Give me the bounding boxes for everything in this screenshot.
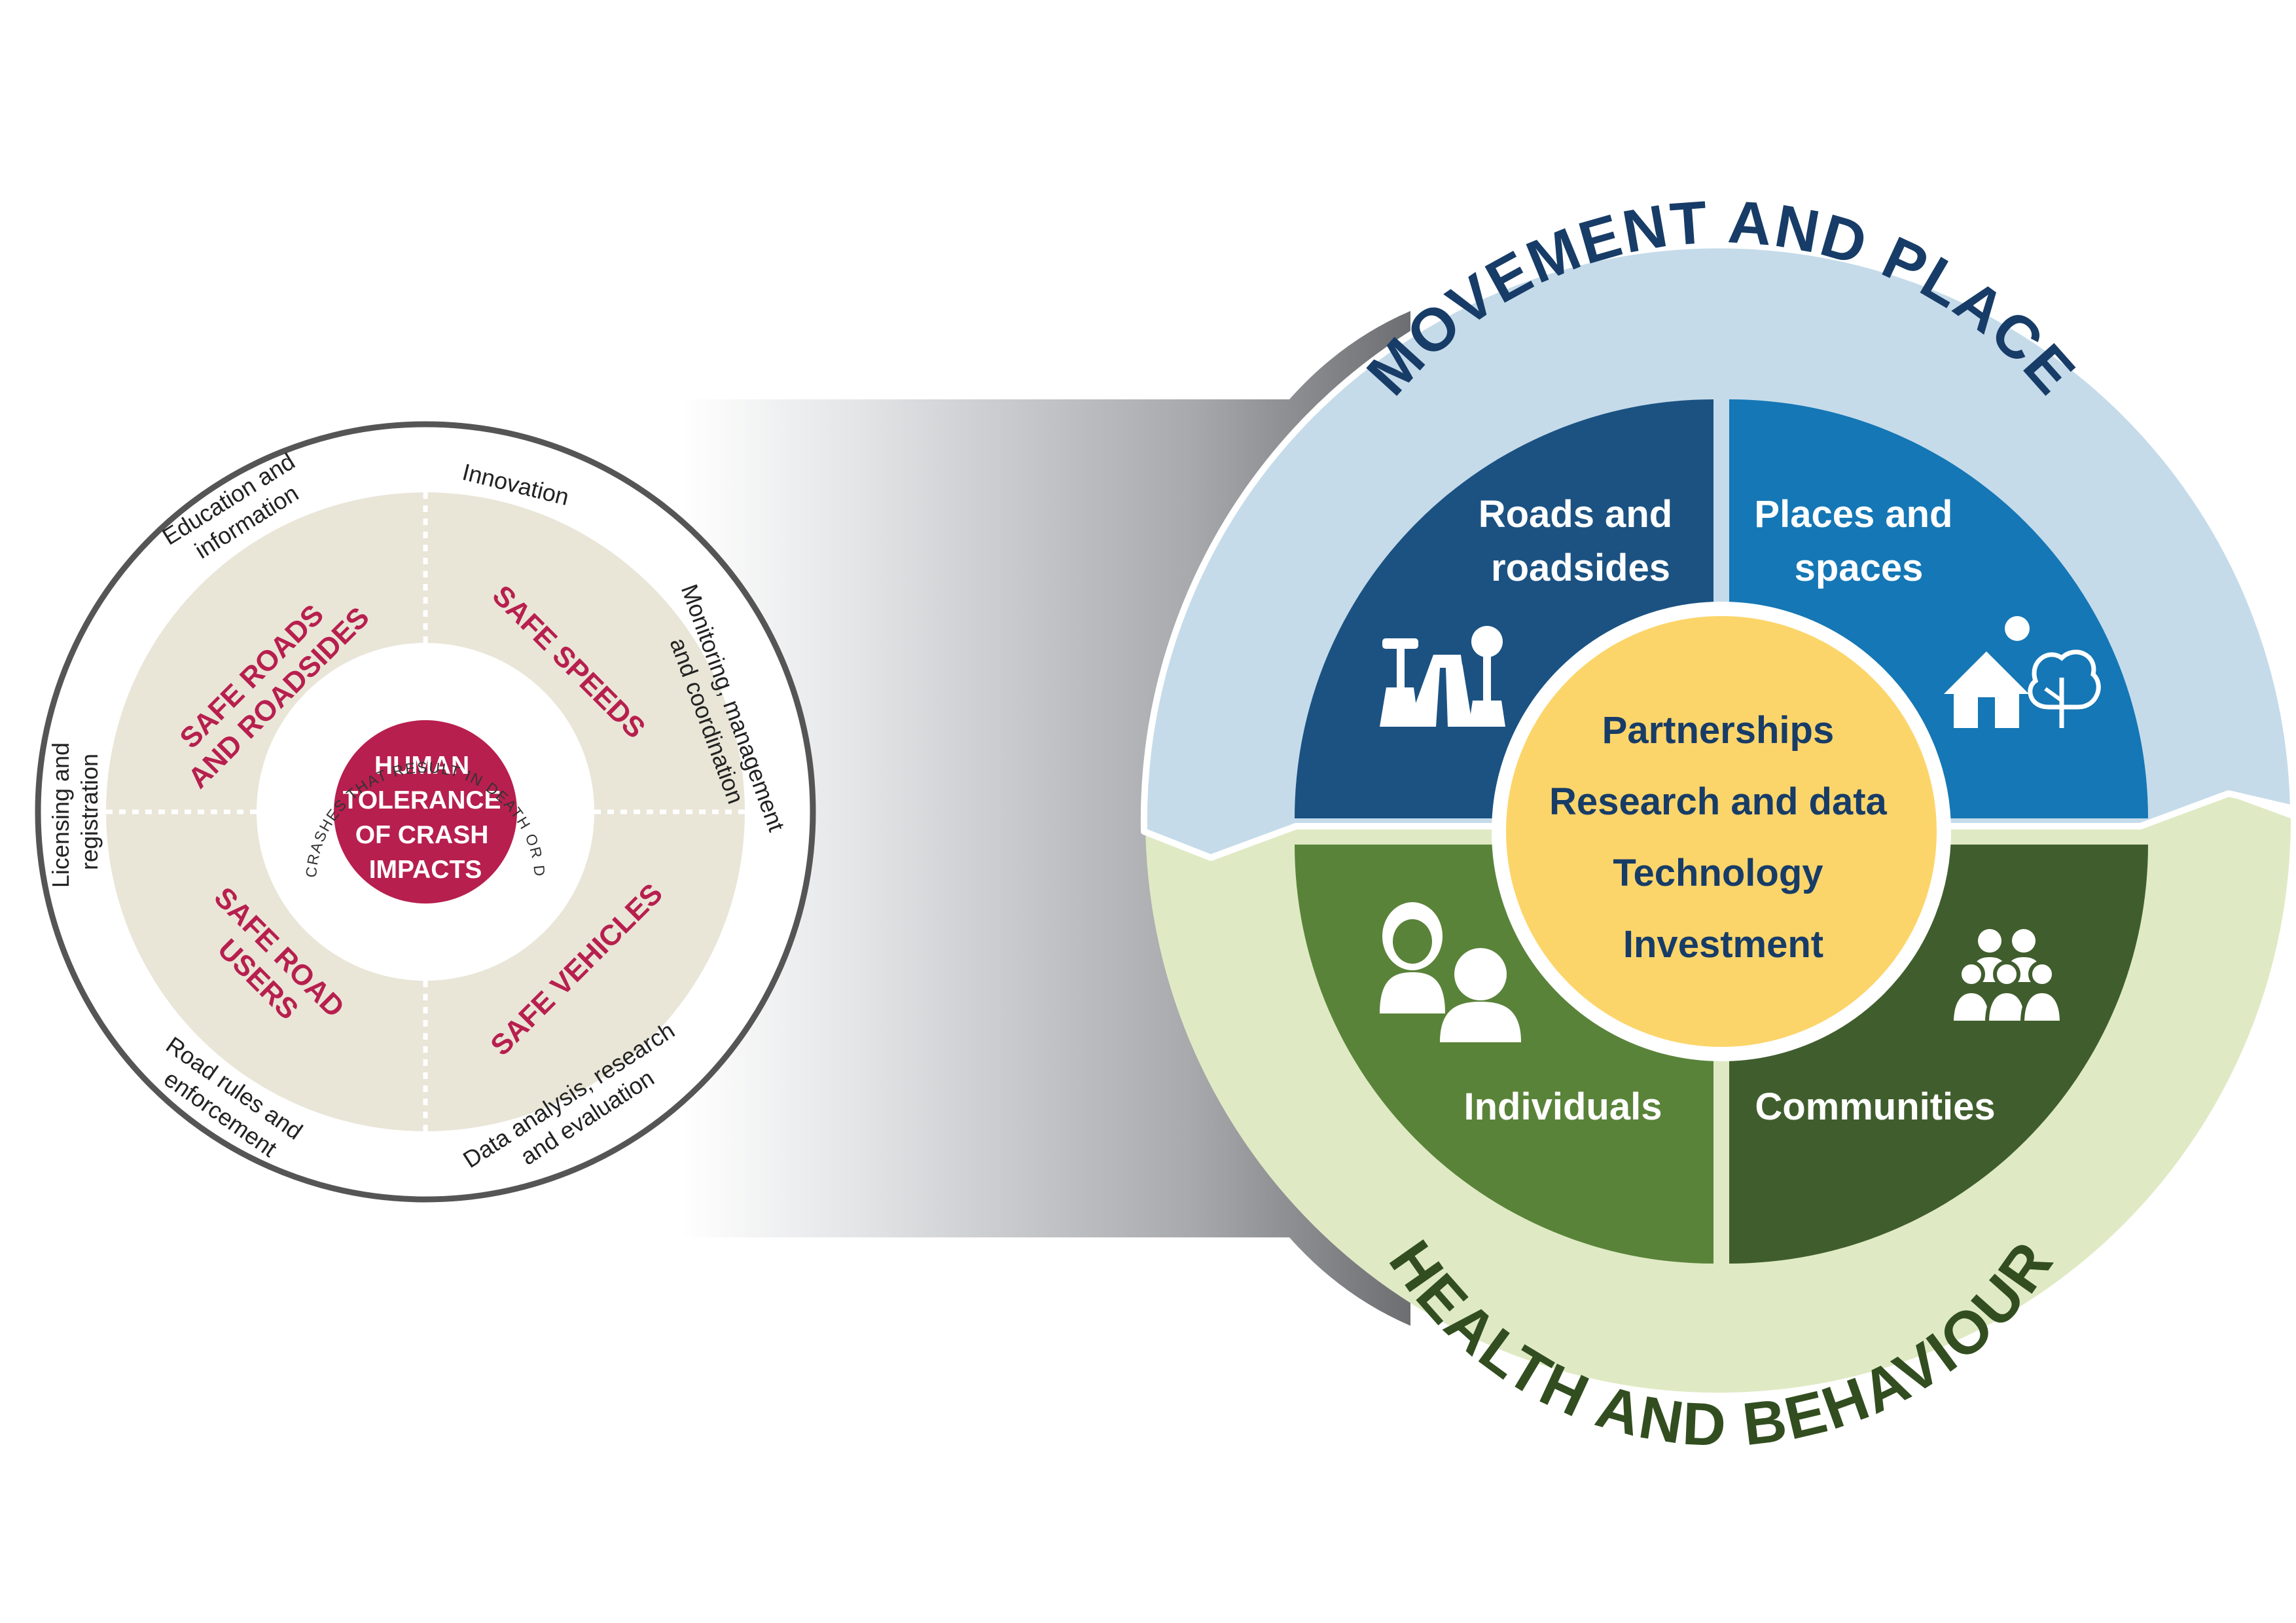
roads-and-roadsides-label: Roads and roadsides: [1479, 493, 1683, 589]
enablers-circle: [1492, 602, 1951, 1061]
communities-label: Communities: [1755, 1085, 1995, 1128]
group-icon: [1949, 929, 2064, 1025]
label-licensing: Licensing and registration: [47, 736, 103, 888]
framework-wheel: MOVEMENT AND PLACE HEALTH AND BEHAVIOUR …: [1140, 189, 2296, 1459]
people-icon: [1380, 902, 1521, 1042]
individuals-label: Individuals: [1464, 1085, 1662, 1128]
enablers-list: Partnerships Research and data Technolog…: [1549, 709, 1897, 966]
house-tree-icon: [1944, 616, 2101, 728]
road-icon: [1380, 626, 1505, 727]
human-tolerance-circle: [334, 720, 517, 903]
human-tolerance-title: HUMAN TOLERANCE OF CRASH IMPACTS: [343, 752, 509, 884]
safe-system-wheel: HUMAN TOLERANCE OF CRASH IMPACTS WORK TO…: [0, 0, 816, 1203]
places-and-spaces-label: Places and spaces: [1754, 493, 1963, 589]
